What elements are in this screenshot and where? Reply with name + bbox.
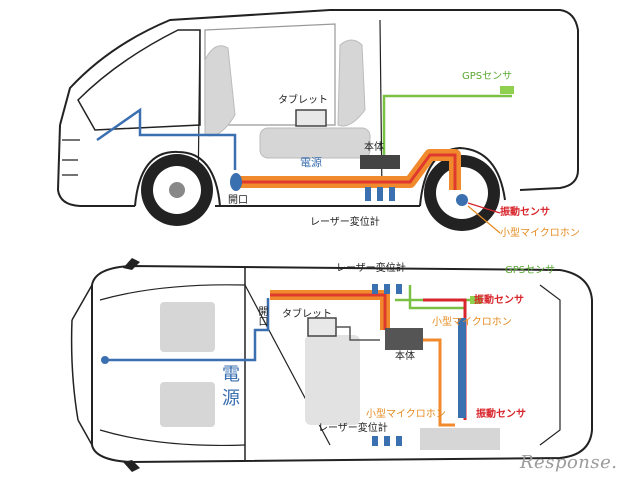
top-power-label-char-2: 源 xyxy=(222,388,240,409)
side-vibration-sensor-icon xyxy=(456,194,468,206)
top-tablet-icon xyxy=(307,317,337,337)
top-main-unit-icon xyxy=(385,328,423,350)
side-microphone-label: 小型マイクロホン xyxy=(500,228,580,239)
top-laser-core xyxy=(270,293,387,330)
side-opening-icon xyxy=(230,173,242,191)
side-laser-core xyxy=(232,153,457,190)
side-main-unit-icon xyxy=(360,155,400,169)
side-power-label: 電源 xyxy=(300,156,322,169)
side-tablet-icon xyxy=(295,109,327,127)
side-view-wheels xyxy=(141,154,500,231)
side-power-line xyxy=(96,107,237,170)
side-sensor-leader-red xyxy=(467,202,501,214)
response-watermark: Response. xyxy=(520,452,618,473)
top-vibration-sensor-label-lower: 振動センサ xyxy=(476,409,526,420)
side-sensor-leader-orange xyxy=(467,205,501,234)
top-laser-label-upper: レーザー変位計 xyxy=(336,263,406,274)
top-gps-sensor-icon xyxy=(470,296,482,304)
side-laser-sensors xyxy=(365,187,395,201)
side-view-seats xyxy=(204,39,371,159)
top-mic-cable xyxy=(423,338,455,427)
top-microphone-label-lower: 小型マイクロホン xyxy=(366,409,446,420)
top-microphone-label-upper: 小型マイクロホン xyxy=(432,317,512,328)
side-gps-sensor-icon xyxy=(500,86,514,94)
top-view-mirrors xyxy=(123,258,140,472)
top-view-van xyxy=(70,264,593,464)
side-gps-line xyxy=(382,94,512,158)
top-power-label-char-1: 電 xyxy=(222,364,240,385)
top-laser-sensors-upper xyxy=(372,284,402,294)
top-laser-label-lower: レーザー変位計 xyxy=(318,423,388,434)
top-view-seats xyxy=(160,302,500,450)
top-main-unit-label: 本体 xyxy=(395,351,415,362)
top-power-line xyxy=(105,298,270,362)
side-laser-duct xyxy=(232,149,461,190)
top-tablet-label: タブレット xyxy=(282,309,332,320)
side-opening-label: 開口 xyxy=(228,195,248,206)
side-laser-label: レーザー変位計 xyxy=(310,217,380,228)
side-view-van xyxy=(56,9,579,207)
top-laser-sensors-lower xyxy=(372,436,402,446)
side-gps-sensor-label: GPSセンサ xyxy=(462,71,513,82)
top-opening-label: 開口 xyxy=(256,306,267,326)
side-main-unit-label: 本体 xyxy=(364,142,384,153)
side-tablet-label: タブレット xyxy=(278,95,328,106)
side-vibration-sensor-label: 振動センサ xyxy=(500,207,550,218)
top-gps-sensor-label: GPSセンサ xyxy=(505,265,556,276)
top-vibration-sensor-label-upper: 振動センサ xyxy=(474,295,524,306)
